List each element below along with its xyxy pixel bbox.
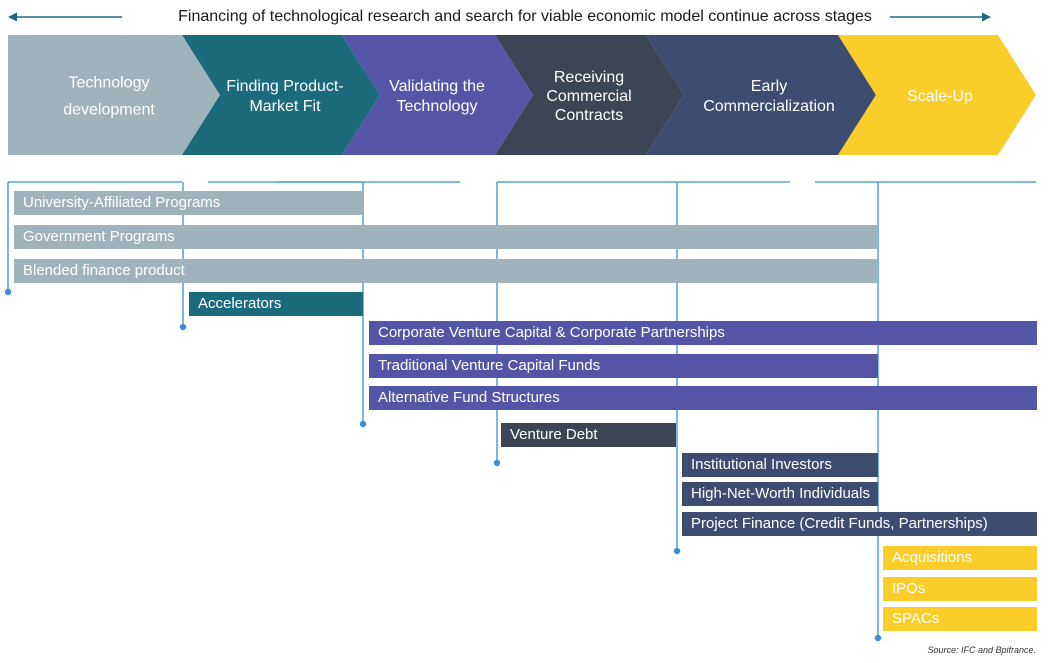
stage-drop-dot-1 <box>4 288 12 296</box>
stage-label-2-line-1: Finding Product- <box>226 78 343 95</box>
bar-ipos: IPOs <box>883 577 1037 601</box>
stage-label-1-line-2: development <box>63 102 155 119</box>
stage-label-5-line-1: Early <box>751 78 787 95</box>
bar-spacs: SPACs <box>883 607 1037 631</box>
stage-label-6-line-1: Scale-Up <box>907 88 973 105</box>
stage-chevron-5 <box>646 35 876 155</box>
stage-drop-dot-4 <box>493 459 501 467</box>
stage-label-2-line-2: Market Fit <box>249 98 321 115</box>
stage-label-4-line-1: Receiving <box>554 69 624 86</box>
stage-chevron-6 <box>838 35 1036 155</box>
stage-drop-dot-6 <box>874 634 882 642</box>
stage-drop-dot-5 <box>673 547 681 555</box>
stage-label-1-line-1: Technology <box>69 75 150 92</box>
header-title: Financing of technological research and … <box>178 8 872 25</box>
bar-traditional-venture-capital-funds: Traditional Venture Capital Funds <box>369 354 878 378</box>
stage-chevron-4 <box>495 35 684 155</box>
bar-acquisitions: Acquisitions <box>883 546 1037 570</box>
bar-accelerators: Accelerators <box>189 292 363 316</box>
bar-corporate-venture-capital-corporate-partnerships: Corporate Venture Capital & Corporate Pa… <box>369 321 1037 345</box>
stage-drop-dot-3 <box>359 420 367 428</box>
bar-institutional-investors: Institutional Investors <box>682 453 878 477</box>
bar-alternative-fund-structures: Alternative Fund Structures <box>369 386 1037 410</box>
stage-label-3-line-2: Technology <box>397 98 478 115</box>
stage-label-3-line-1: Validating the <box>389 78 485 95</box>
stage-label-5-line-2: Commercialization <box>703 98 835 115</box>
header-arrow-right-icon <box>982 12 991 22</box>
stage-label-4-line-2: Commercial <box>546 88 631 105</box>
bar-blended-finance-product: Blended finance product <box>14 259 878 283</box>
bar-project-finance-credit-funds-partnerships: Project Finance (Credit Funds, Partnersh… <box>682 512 1037 536</box>
stage-chevron-1 <box>8 35 220 155</box>
source-note: Source: IFC and Bpifrance. <box>927 645 1036 655</box>
stage-label-4-line-3: Contracts <box>555 107 623 124</box>
stage-chevron-3 <box>342 35 533 155</box>
bar-high-net-worth-individuals: High-Net-Worth Individuals <box>682 482 878 506</box>
bar-government-programs: Government Programs <box>14 225 878 249</box>
stage-chevron-2 <box>182 35 380 155</box>
header-arrow-left-icon <box>8 12 17 22</box>
bar-university-affiliated-programs: University-Affiliated Programs <box>14 191 363 215</box>
bar-venture-debt: Venture Debt <box>501 423 676 447</box>
stage-drop-dot-2 <box>179 323 187 331</box>
